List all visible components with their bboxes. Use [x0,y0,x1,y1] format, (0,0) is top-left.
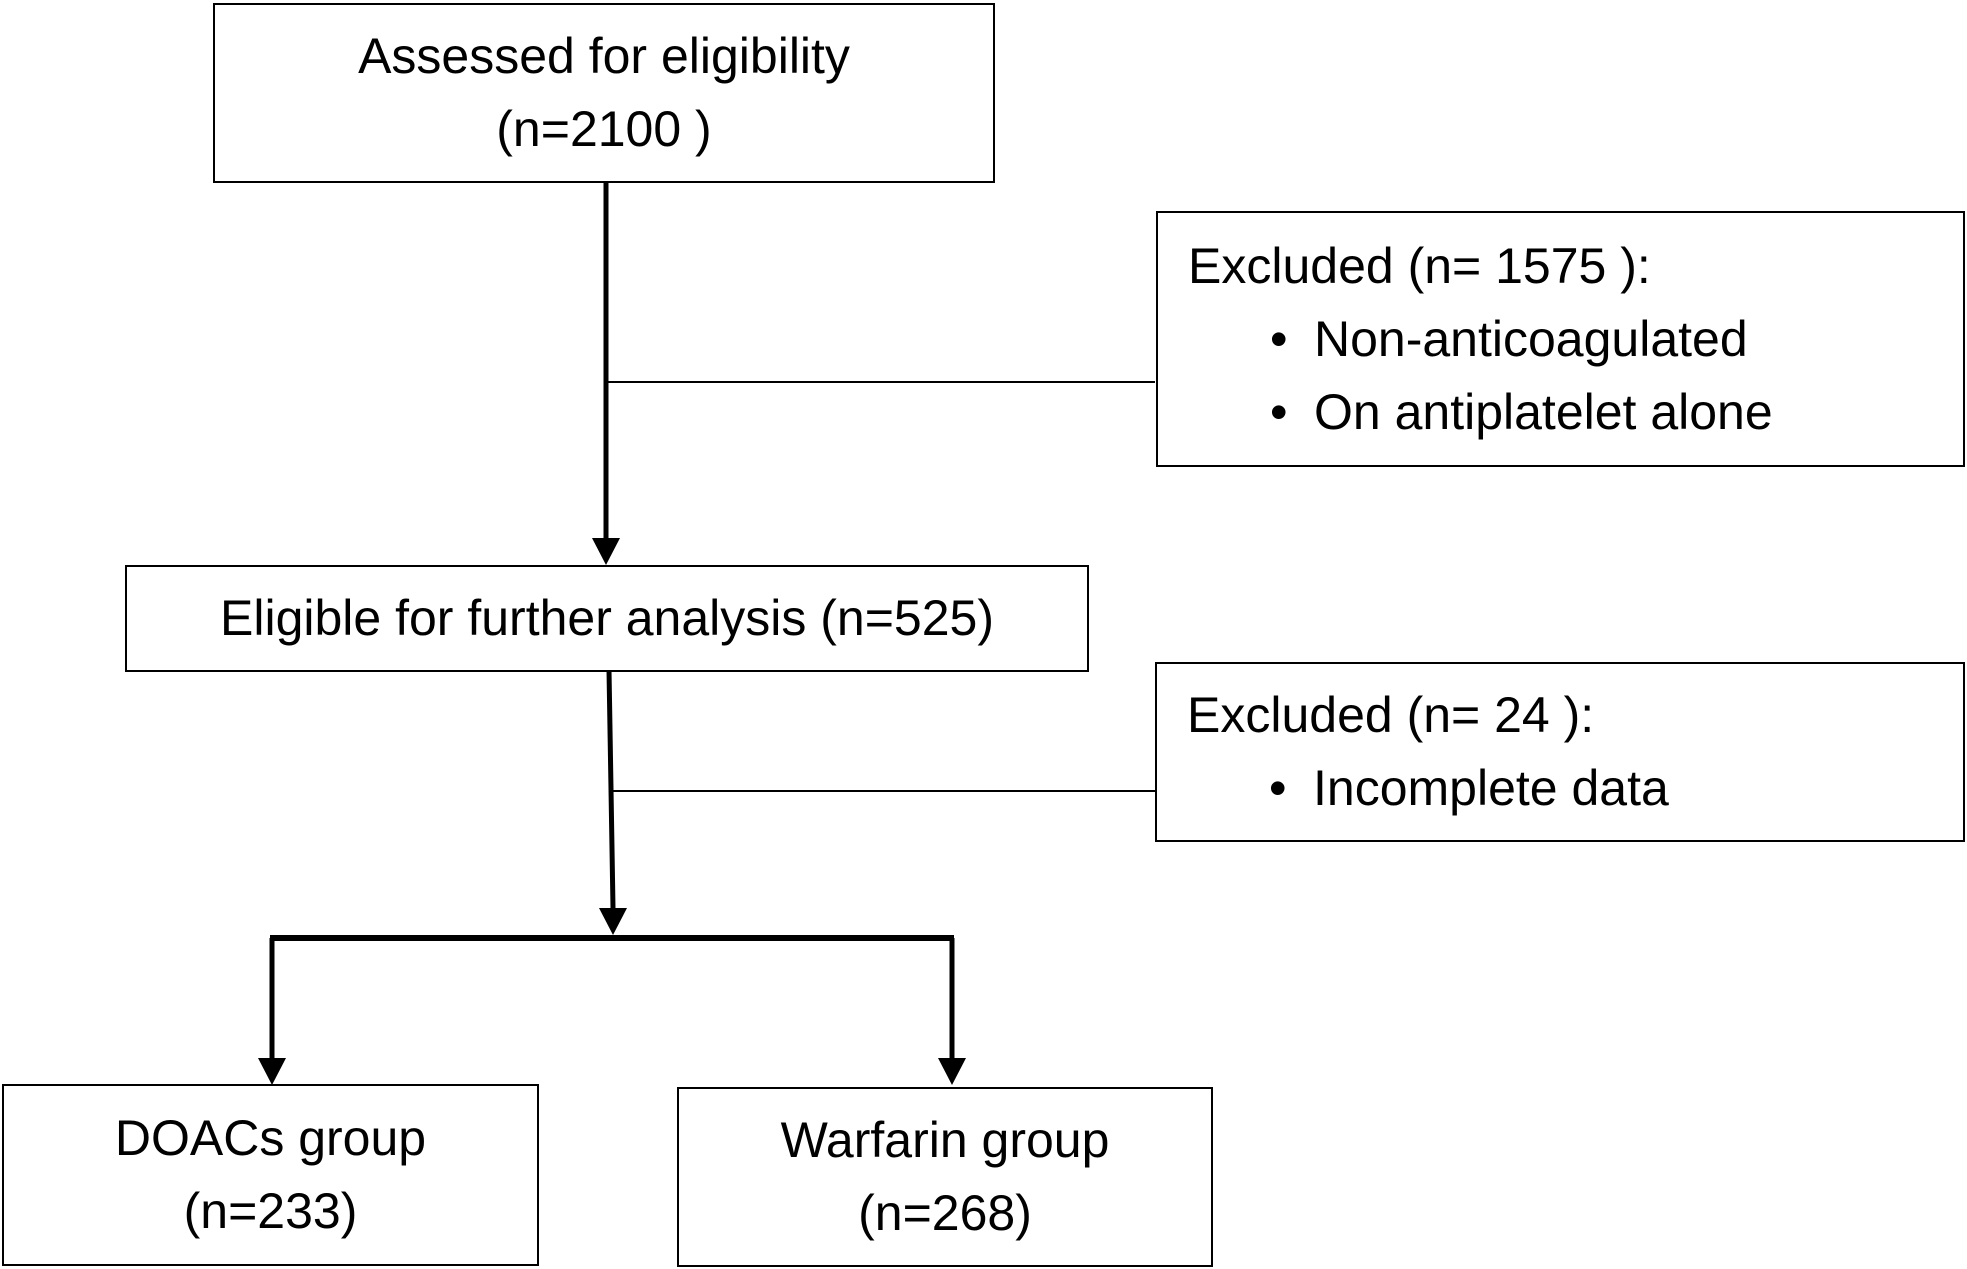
excluded-second-title: Excluded (n= 24 ): [1187,687,1595,743]
eligible-box: Eligible for further analysis (n=525) [125,565,1089,672]
assessed-box: Assessed for eligibility (n=2100 ) [213,3,995,183]
excluded-first-item: Non-anticoagulated [1314,310,1748,367]
excluded-first-list: • Non-anticoagulated • On antiplatelet a… [1188,303,1963,449]
list-item: • Non-anticoagulated [1270,303,1963,376]
excluded-second-box: Excluded (n= 24 ): • Incomplete data [1155,662,1965,842]
warfarin-label: Warfarin group [780,1112,1110,1168]
list-item: • Incomplete data [1269,752,1963,825]
excluded-first-box: Excluded (n= 1575 ): • Non-anticoagulate… [1156,211,1965,467]
assessed-count: (n=2100 ) [496,101,712,157]
excluded-second-item: Incomplete data [1313,760,1669,816]
bullet-icon: • [1270,383,1288,440]
eligible-label: Eligible for further analysis (n=525) [220,590,994,646]
arrowhead-warfarin [938,1058,966,1085]
warfarin-group-box: Warfarin group (n=268) [677,1087,1213,1267]
excluded-first-title: Excluded (n= 1575 ): [1188,237,1651,294]
arrowhead-split [599,908,627,935]
bullet-icon: • [1269,760,1287,816]
bullet-icon: • [1270,310,1288,367]
excluded-first-item: On antiplatelet alone [1314,383,1773,440]
list-item: • On antiplatelet alone [1270,376,1963,449]
assessed-label: Assessed for eligibility [358,28,850,84]
excluded-second-list: • Incomplete data [1187,752,1963,825]
warfarin-count: (n=268) [858,1185,1032,1241]
arrowhead-eligible [592,538,620,565]
arrow-eligible-to-split [606,669,616,909]
doacs-count: (n=233) [183,1183,358,1239]
doacs-group-box: DOACs group (n=233) [2,1084,539,1266]
arrowhead-doacs [258,1058,286,1085]
doacs-label: DOACs group [114,1110,427,1166]
